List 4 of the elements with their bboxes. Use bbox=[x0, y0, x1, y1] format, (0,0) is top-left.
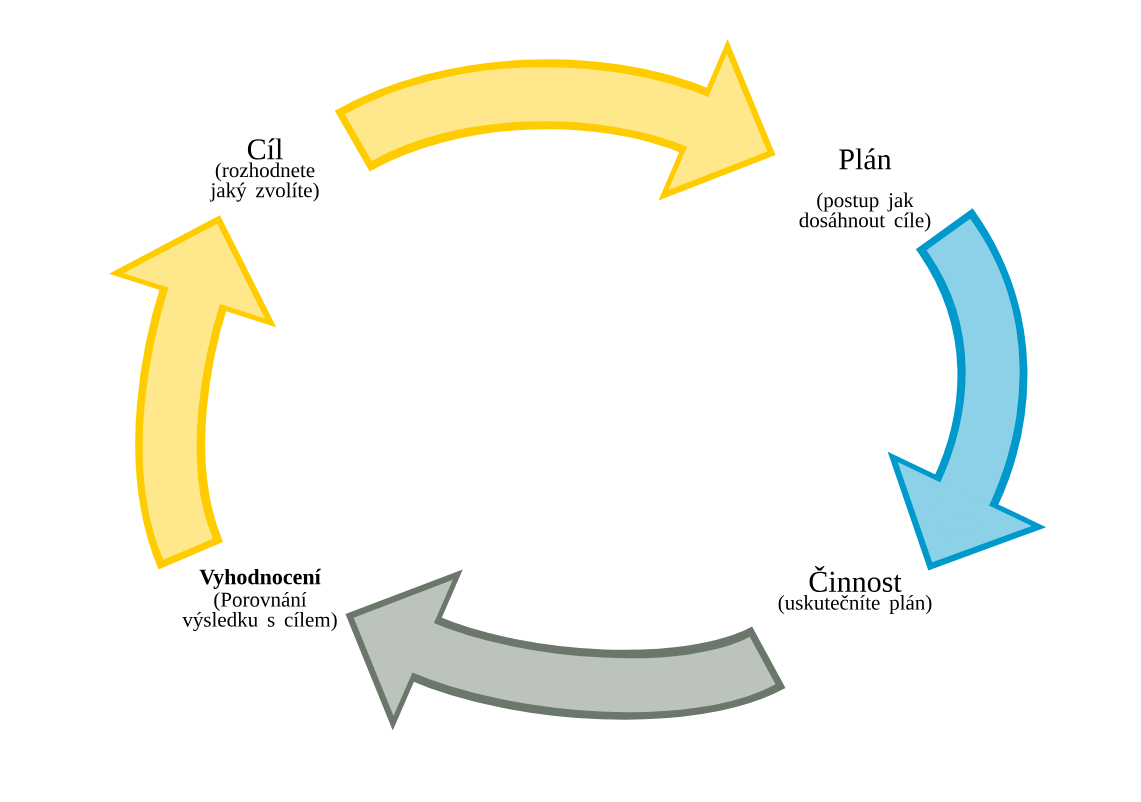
step-label: Činnost (uskutečníte plán) bbox=[778, 565, 932, 615]
step-label: Vyhodnocení (Porovnání výsledku s cílem) bbox=[182, 568, 337, 632]
step-label: Cíl (rozhodnete jaký zvolíte) bbox=[209, 138, 319, 202]
step-label: Plán (postup jak dosáhnout cíle) bbox=[799, 148, 931, 232]
